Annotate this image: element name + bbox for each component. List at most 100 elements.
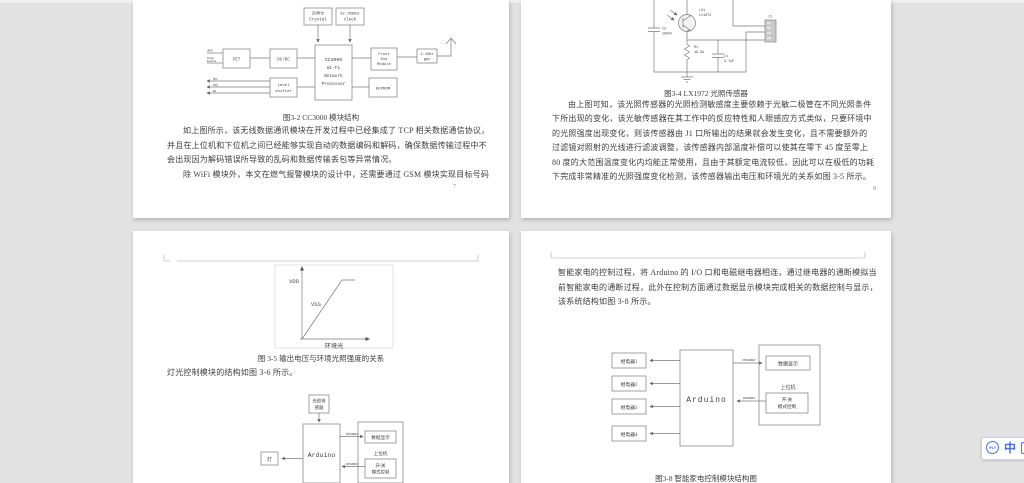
svg-text:继电器3: 继电器3 bbox=[621, 404, 638, 411]
svg-text:Enable: Enable bbox=[207, 59, 217, 63]
document-page-8[interactable]: J1 LS1 Lx1972 C2 100nF R1 49.9k C1 4.7uF… bbox=[521, 0, 891, 218]
document-page-9[interactable]: VDD VSS 环境光 光照传 感器 Arduino 灯 bbox=[133, 231, 509, 483]
ime-toolbar[interactable]: iFLY 中 bbox=[981, 437, 1024, 460]
paragraph-line[interactable]: 的光照强度出现变化，则该传感器由 J1 口所输出的结果就会发生变化，且不需要额外… bbox=[552, 128, 868, 138]
j1-connector[interactable]: J1 bbox=[764, 16, 777, 43]
cc3000-processor-box[interactable]: CC3000 Wi-Fi Network Processor bbox=[314, 44, 353, 101]
svg-text:Crystal: Crystal bbox=[309, 18, 327, 23]
svg-text:LS1: LS1 bbox=[699, 9, 705, 13]
svg-text:FET: FET bbox=[233, 59, 241, 63]
svg-text:数据显示: 数据显示 bbox=[778, 361, 798, 368]
svg-text:J1: J1 bbox=[768, 16, 772, 20]
svg-text:上位机: 上位机 bbox=[374, 450, 388, 457]
svg-text:Power: Power bbox=[207, 57, 215, 60]
page9-drawings[interactable]: VDD VSS 环境光 光照传 感器 Arduino 灯 bbox=[133, 231, 509, 483]
paragraph-line[interactable]: 该系统结构如图 3-8 所示。 bbox=[558, 297, 656, 306]
svg-text:开/关: 开/关 bbox=[375, 462, 386, 469]
svg-text:开/关: 开/关 bbox=[782, 396, 793, 403]
phototransistor-icon bbox=[666, 9, 696, 32]
clock-box[interactable]: 32.768KHz clock bbox=[335, 7, 365, 26]
crystal-label: 26MHz bbox=[312, 13, 325, 17]
svg-text:INTERNET: INTERNET bbox=[742, 359, 756, 362]
svg-text:上位机: 上位机 bbox=[780, 384, 795, 391]
data-display-box bbox=[765, 355, 811, 371]
host-computer-box[interactable]: 数据显示 上位机 开/关 模式控制 bbox=[357, 421, 404, 483]
svg-text:Network: Network bbox=[324, 74, 343, 79]
appliance-control-diagram[interactable]: 继电器1 继电器2 继电器3 继电器4 Arduino bbox=[521, 231, 891, 483]
relay-wires bbox=[649, 358, 680, 436]
page-number: 7 bbox=[453, 184, 456, 190]
crystal-box[interactable]: 26MHz Crystal bbox=[303, 7, 333, 26]
svg-text:SPI: SPI bbox=[213, 78, 218, 81]
relay-boxes[interactable]: 继电器1 继电器2 继电器3 继电器4 bbox=[611, 352, 647, 442]
paragraph-line[interactable]: 下所出现的变化，该光敏传感器在其工作中的反应特性和人眼感应方式类似，只要环境中 bbox=[552, 114, 872, 123]
arduino-box[interactable]: Arduino bbox=[302, 423, 341, 483]
svg-text:32.768KHz: 32.768KHz bbox=[340, 13, 359, 17]
switch-mode-box bbox=[765, 392, 809, 414]
paragraph-line[interactable]: 会出现因为解码错误所导致的乱码和数据传输丢包等异常情况。 bbox=[167, 155, 397, 164]
figure-caption[interactable]: 图3-4 LX1972 光照传感器 bbox=[664, 89, 748, 98]
paragraph-line[interactable]: 灯光控制模块的结构如图 3-6 所示。 bbox=[167, 367, 298, 377]
paragraph-line[interactable]: 如上图所示，该无线数据通讯模块在开发过程中已经集成了 TCP 相关数据通信协议， bbox=[183, 126, 490, 135]
front-end-module-box[interactable]: Front End Module bbox=[370, 47, 398, 71]
figure-caption[interactable]: 图 3-5 输出电压与环境光照强度的关系 bbox=[257, 354, 385, 363]
component-labels: LS1 Lx1972 C2 100nF R1 49.9k C1 4.7uF bbox=[662, 9, 734, 64]
document-page-10[interactable]: 继电器1 继电器2 继电器3 继电器4 Arduino bbox=[521, 231, 891, 483]
svg-text:IRQ: IRQ bbox=[213, 84, 218, 87]
light-sensor-box[interactable]: 光照传 感器 bbox=[308, 394, 330, 414]
svg-text:CC3000: CC3000 bbox=[325, 57, 342, 63]
eeprom-box[interactable]: EEPROM bbox=[368, 77, 398, 98]
svg-text:C1: C1 bbox=[724, 55, 728, 59]
svg-text:感器: 感器 bbox=[315, 404, 324, 411]
lx1972-circuit-diagram[interactable]: J1 LS1 Lx1972 C2 100nF R1 49.9k C1 4.7uF bbox=[521, 0, 891, 88]
ground-icon bbox=[681, 72, 693, 83]
svg-text:2.4GHz: 2.4GHz bbox=[421, 53, 434, 57]
host-computer-box[interactable]: 数据显示 上位机 开/关 模式控制 bbox=[758, 344, 821, 426]
ime-keyboard-icon[interactable] bbox=[1021, 442, 1024, 454]
light-control-diagram[interactable]: 光照传 感器 Arduino 灯 数据显示 上位机 bbox=[260, 394, 404, 483]
svg-text:100nF: 100nF bbox=[662, 33, 672, 37]
cc3000-block-diagram[interactable]: 26MHz Crystal 32.768KHz clock FET DC/DC … bbox=[133, 0, 509, 112]
svg-text:继电器1: 继电器1 bbox=[621, 358, 638, 365]
svg-text:Level: Level bbox=[277, 83, 290, 88]
ime-logo-icon[interactable]: iFLY bbox=[986, 441, 999, 454]
level-shifter-box[interactable]: Level shifter bbox=[269, 77, 298, 98]
paragraph-line[interactable]: 除 WiFi 模块外，本文在燃气报警模块的设计中，还需要通过 GSM 模块实现目… bbox=[183, 169, 490, 179]
page-number: 8 bbox=[873, 186, 876, 192]
top-edge-strip bbox=[0, 0, 1024, 3]
vdd-label: VDD bbox=[289, 278, 300, 285]
svg-text:Front: Front bbox=[378, 52, 389, 57]
svg-text:Module: Module bbox=[377, 62, 391, 67]
x-axis-label: 环境光 bbox=[325, 342, 344, 350]
paragraph-line[interactable]: 过滤镜对照射的光线进行滤波调整，该传感器内部温度补偿可以使其在零下 45 度至零… bbox=[552, 143, 869, 152]
paragraph-line[interactable]: 前智能家电的通断过程，此外在控制方面通过数据显示模块完成相关的数据控制与显示， bbox=[558, 282, 878, 292]
svg-text:VBAT: VBAT bbox=[207, 50, 214, 53]
wires bbox=[206, 25, 417, 95]
fet-box[interactable]: FET bbox=[222, 48, 251, 69]
svg-text:BPF: BPF bbox=[424, 59, 430, 63]
paragraph-line[interactable]: 智能家电的控制过程，将 Arduino 的 I/O 口和电磁继电器相连，通过继电… bbox=[558, 268, 877, 277]
bpf-box[interactable]: 2.4GHz BPF bbox=[416, 48, 438, 64]
paragraph-line[interactable]: 并且在上位机和下位机之间已经能够实现自动的数据编码和解码，确保数据传输过程中不 bbox=[167, 140, 487, 150]
voltage-light-graph[interactable]: VDD VSS 环境光 bbox=[274, 264, 394, 350]
ime-mode-toggle[interactable]: 中 bbox=[1004, 441, 1017, 455]
switch-mode-box bbox=[364, 458, 397, 479]
paragraph-line[interactable]: 80 度的大范围温度变化内均能正常使用，且由于其额定电流较低，因此可以在极低的功… bbox=[552, 157, 875, 167]
document-page-7[interactable]: 26MHz Crystal 32.768KHz clock FET DC/DC … bbox=[133, 0, 509, 218]
svg-text:灯: 灯 bbox=[267, 456, 272, 463]
svg-text:C2: C2 bbox=[662, 28, 666, 32]
dcdc-box[interactable]: DC/DC bbox=[269, 48, 298, 69]
figure-caption[interactable]: 图3-2 CC3000 模块结构 bbox=[282, 113, 360, 122]
figure-caption[interactable]: 图3-8 智能家电控制模块结构图 bbox=[655, 474, 757, 483]
vss-label: VSS bbox=[311, 301, 322, 308]
paragraph-line[interactable]: 下完成非常精准的光照强度变化检测，该传感器输出电压和环境光的关系如图 3-5 所… bbox=[552, 172, 872, 181]
svg-text:Wi-Fi: Wi-Fi bbox=[327, 66, 341, 71]
svg-text:EEPROM: EEPROM bbox=[376, 88, 391, 92]
arduino-box[interactable]: Arduino bbox=[679, 349, 734, 447]
svg-text:49.9k: 49.9k bbox=[694, 50, 704, 55]
svg-text:DC/DC: DC/DC bbox=[277, 58, 290, 63]
svg-text:clock: clock bbox=[344, 18, 357, 23]
paragraph-line[interactable]: 由上图可知，该光照传感器的光照检测敏感度主要依赖于光敏二极管在不同光照条件 bbox=[568, 99, 872, 109]
lamp-box[interactable]: 灯 bbox=[260, 451, 279, 466]
